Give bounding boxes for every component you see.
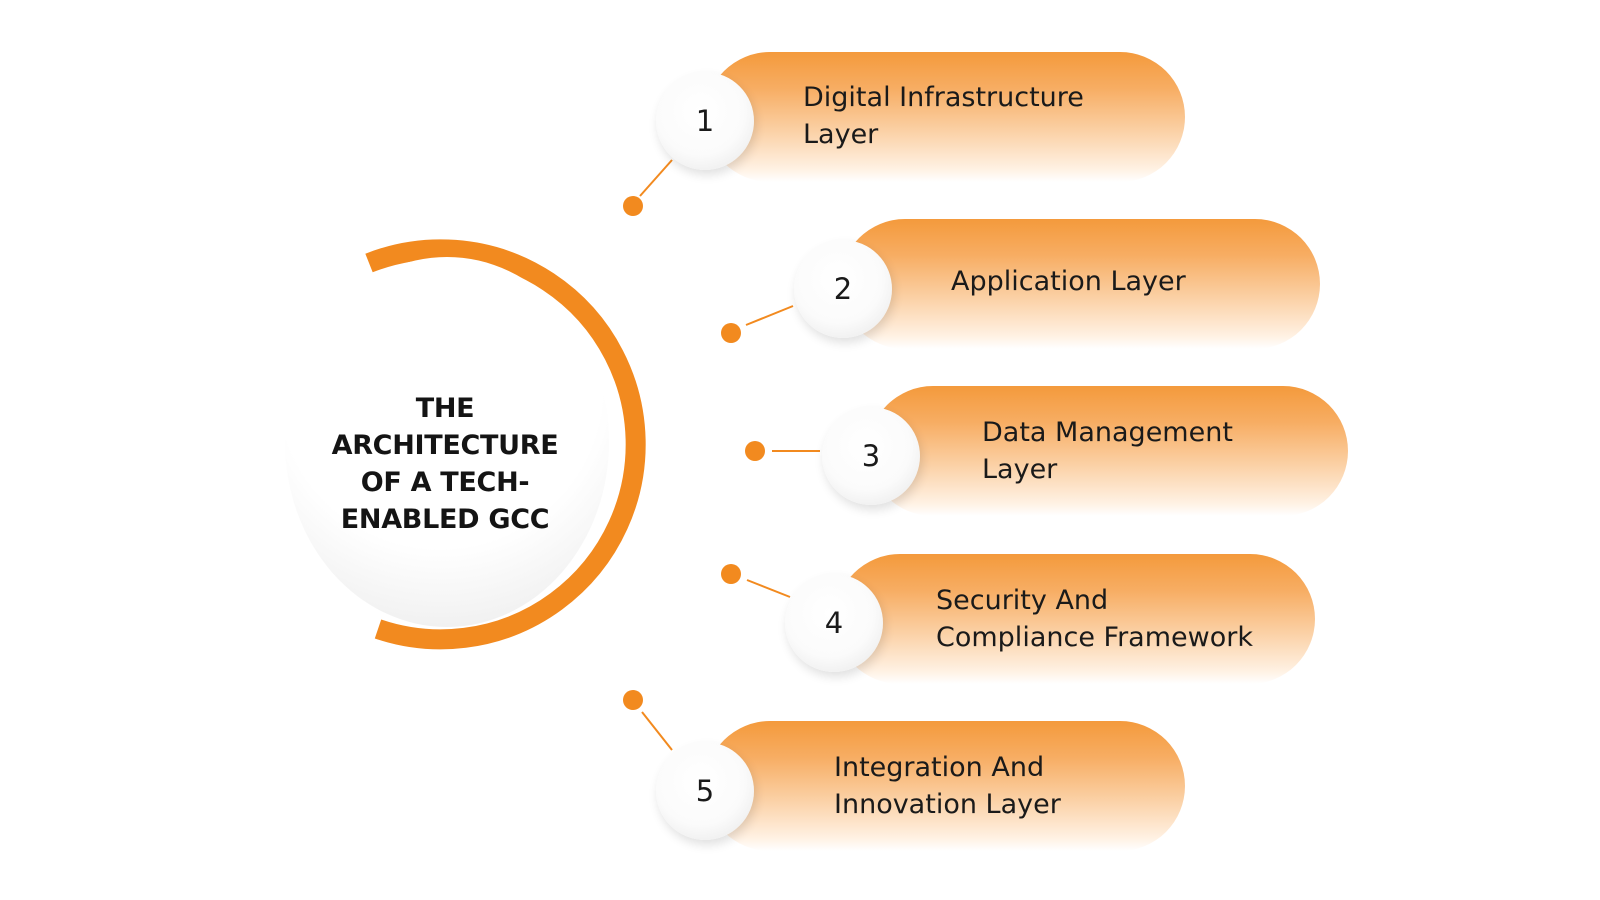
- layer-number-3: 3: [822, 407, 920, 505]
- layer-label-5: Integration And Innovation Layer: [834, 752, 1061, 820]
- layer-number-2: 2: [794, 240, 892, 338]
- hub-title: THE ARCHITECTURE OF A TECH- ENABLED GCC: [331, 393, 559, 535]
- layer-label-4: Security And Compliance Framework: [936, 585, 1253, 653]
- hub-circle: [285, 257, 609, 627]
- connector-dot-1: [623, 196, 643, 216]
- connector-dot-3: [745, 441, 765, 461]
- hub-orange-arc: [365, 239, 646, 650]
- layer-pill-5: [705, 721, 1185, 851]
- layer-label-3: Data Management Layer: [982, 417, 1233, 485]
- connector-line-4: [746, 579, 791, 598]
- layer-pill-3: [868, 386, 1348, 516]
- connector-dot-4: [721, 564, 741, 584]
- connector-dot-2: [721, 323, 741, 343]
- layer-label-1: Digital Infrastructure Layer: [803, 82, 1084, 150]
- connector-line-1: [639, 159, 673, 197]
- connector-line-5: [641, 711, 673, 751]
- layer-pill-2: [840, 219, 1320, 349]
- layer-label-2: Application Layer: [951, 266, 1186, 297]
- connector-line-2: [745, 305, 794, 326]
- layer-number-5: 5: [656, 742, 754, 840]
- layer-pill-4: [835, 554, 1315, 684]
- layer-number-4: 4: [785, 574, 883, 672]
- layer-number-1: 1: [656, 72, 754, 170]
- layer-pill-1: [705, 52, 1185, 182]
- connector-dot-5: [623, 690, 643, 710]
